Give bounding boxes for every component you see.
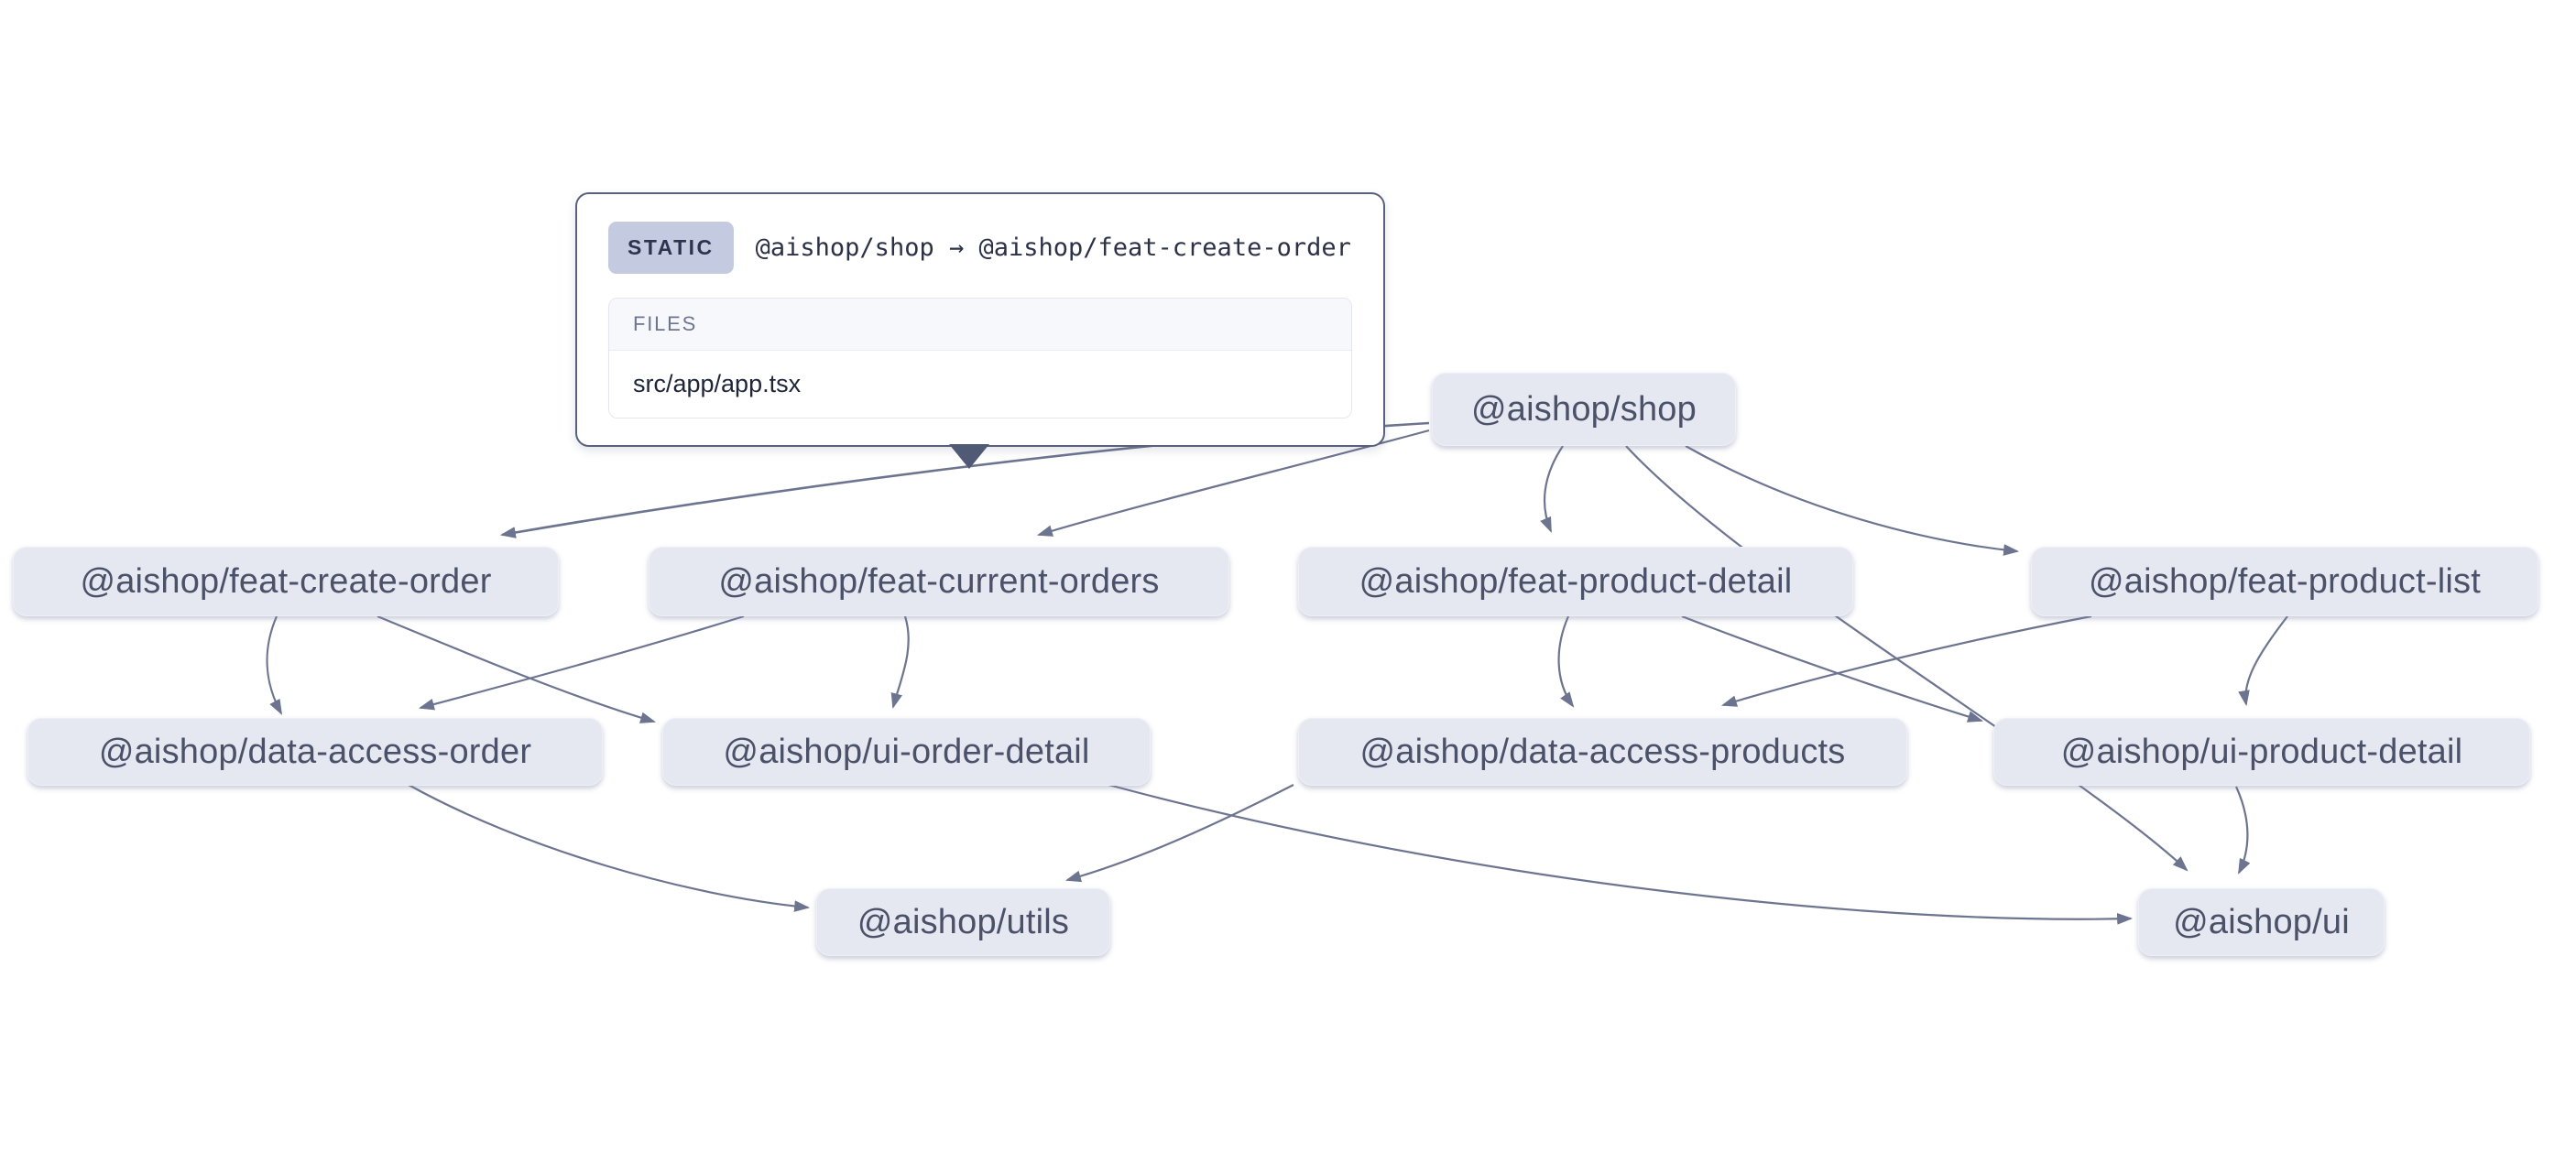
graph-node-shop[interactable]: @aishop/shop xyxy=(1432,373,1736,446)
edge-feat-current-orders-to-data-access-order[interactable] xyxy=(418,614,745,711)
graph-node-feat-product-list[interactable]: @aishop/feat-product-list xyxy=(2031,547,2538,616)
graph-node-ui-product-detail[interactable]: @aishop/ui-product-detail xyxy=(1993,718,2530,786)
dependency-type-badge: STATIC xyxy=(608,222,734,274)
edge-shop-to-feat-product-list[interactable] xyxy=(1685,445,2020,556)
edge-feat-create-order-to-ui-order-detail[interactable] xyxy=(377,614,657,723)
graph-node-utils[interactable]: @aishop/utils xyxy=(816,888,1110,956)
files-panel: FILES src/app/app.tsx xyxy=(608,298,1352,418)
edge-feat-product-list-to-ui-product-detail[interactable] xyxy=(2238,615,2288,707)
edge-shop-to-feat-product-detail[interactable] xyxy=(1540,445,1564,533)
graph-node-feat-create-order[interactable]: @aishop/feat-create-order xyxy=(13,547,559,616)
edge-data-access-order-to-utils[interactable] xyxy=(408,784,811,912)
edge-feat-current-orders-to-ui-order-detail[interactable] xyxy=(890,615,910,710)
edge-feat-product-detail-to-ui-product-detail[interactable] xyxy=(1681,614,1984,723)
graph-node-data-access-order[interactable]: @aishop/data-access-order xyxy=(27,718,603,786)
edge-feat-product-detail-to-data-access-products[interactable] xyxy=(1557,615,1575,708)
tooltip-caret xyxy=(949,444,989,469)
tooltip-header: STATIC @aishop/shop → @aishop/feat-creat… xyxy=(608,222,1352,274)
file-list-item: src/app/app.tsx xyxy=(609,351,1351,418)
graph-node-feat-product-detail[interactable]: @aishop/feat-product-detail xyxy=(1298,547,1853,616)
edge-ui-order-detail-to-ui[interactable] xyxy=(1108,783,2134,925)
tooltip-edge-title: @aishop/shop → @aishop/feat-create-order xyxy=(755,234,1351,262)
edge-feat-product-list-to-data-access-products[interactable] xyxy=(1720,614,2092,707)
graph-node-ui-order-detail[interactable]: @aishop/ui-order-detail xyxy=(662,718,1151,786)
edge-shop-to-ui[interactable] xyxy=(1625,445,2189,872)
files-panel-header: FILES xyxy=(609,299,1351,351)
edge-data-access-products-to-utils[interactable] xyxy=(1064,784,1294,883)
edge-ui-product-detail-to-ui[interactable] xyxy=(2234,786,2251,875)
graph-node-data-access-products[interactable]: @aishop/data-access-products xyxy=(1298,718,1907,786)
graph-node-ui[interactable]: @aishop/ui xyxy=(2138,888,2385,956)
edge-feat-create-order-to-data-access-order[interactable] xyxy=(266,615,283,715)
edge-tooltip: STATIC @aishop/shop → @aishop/feat-creat… xyxy=(575,192,1385,469)
graph-node-feat-current-orders[interactable]: @aishop/feat-current-orders xyxy=(649,547,1229,616)
